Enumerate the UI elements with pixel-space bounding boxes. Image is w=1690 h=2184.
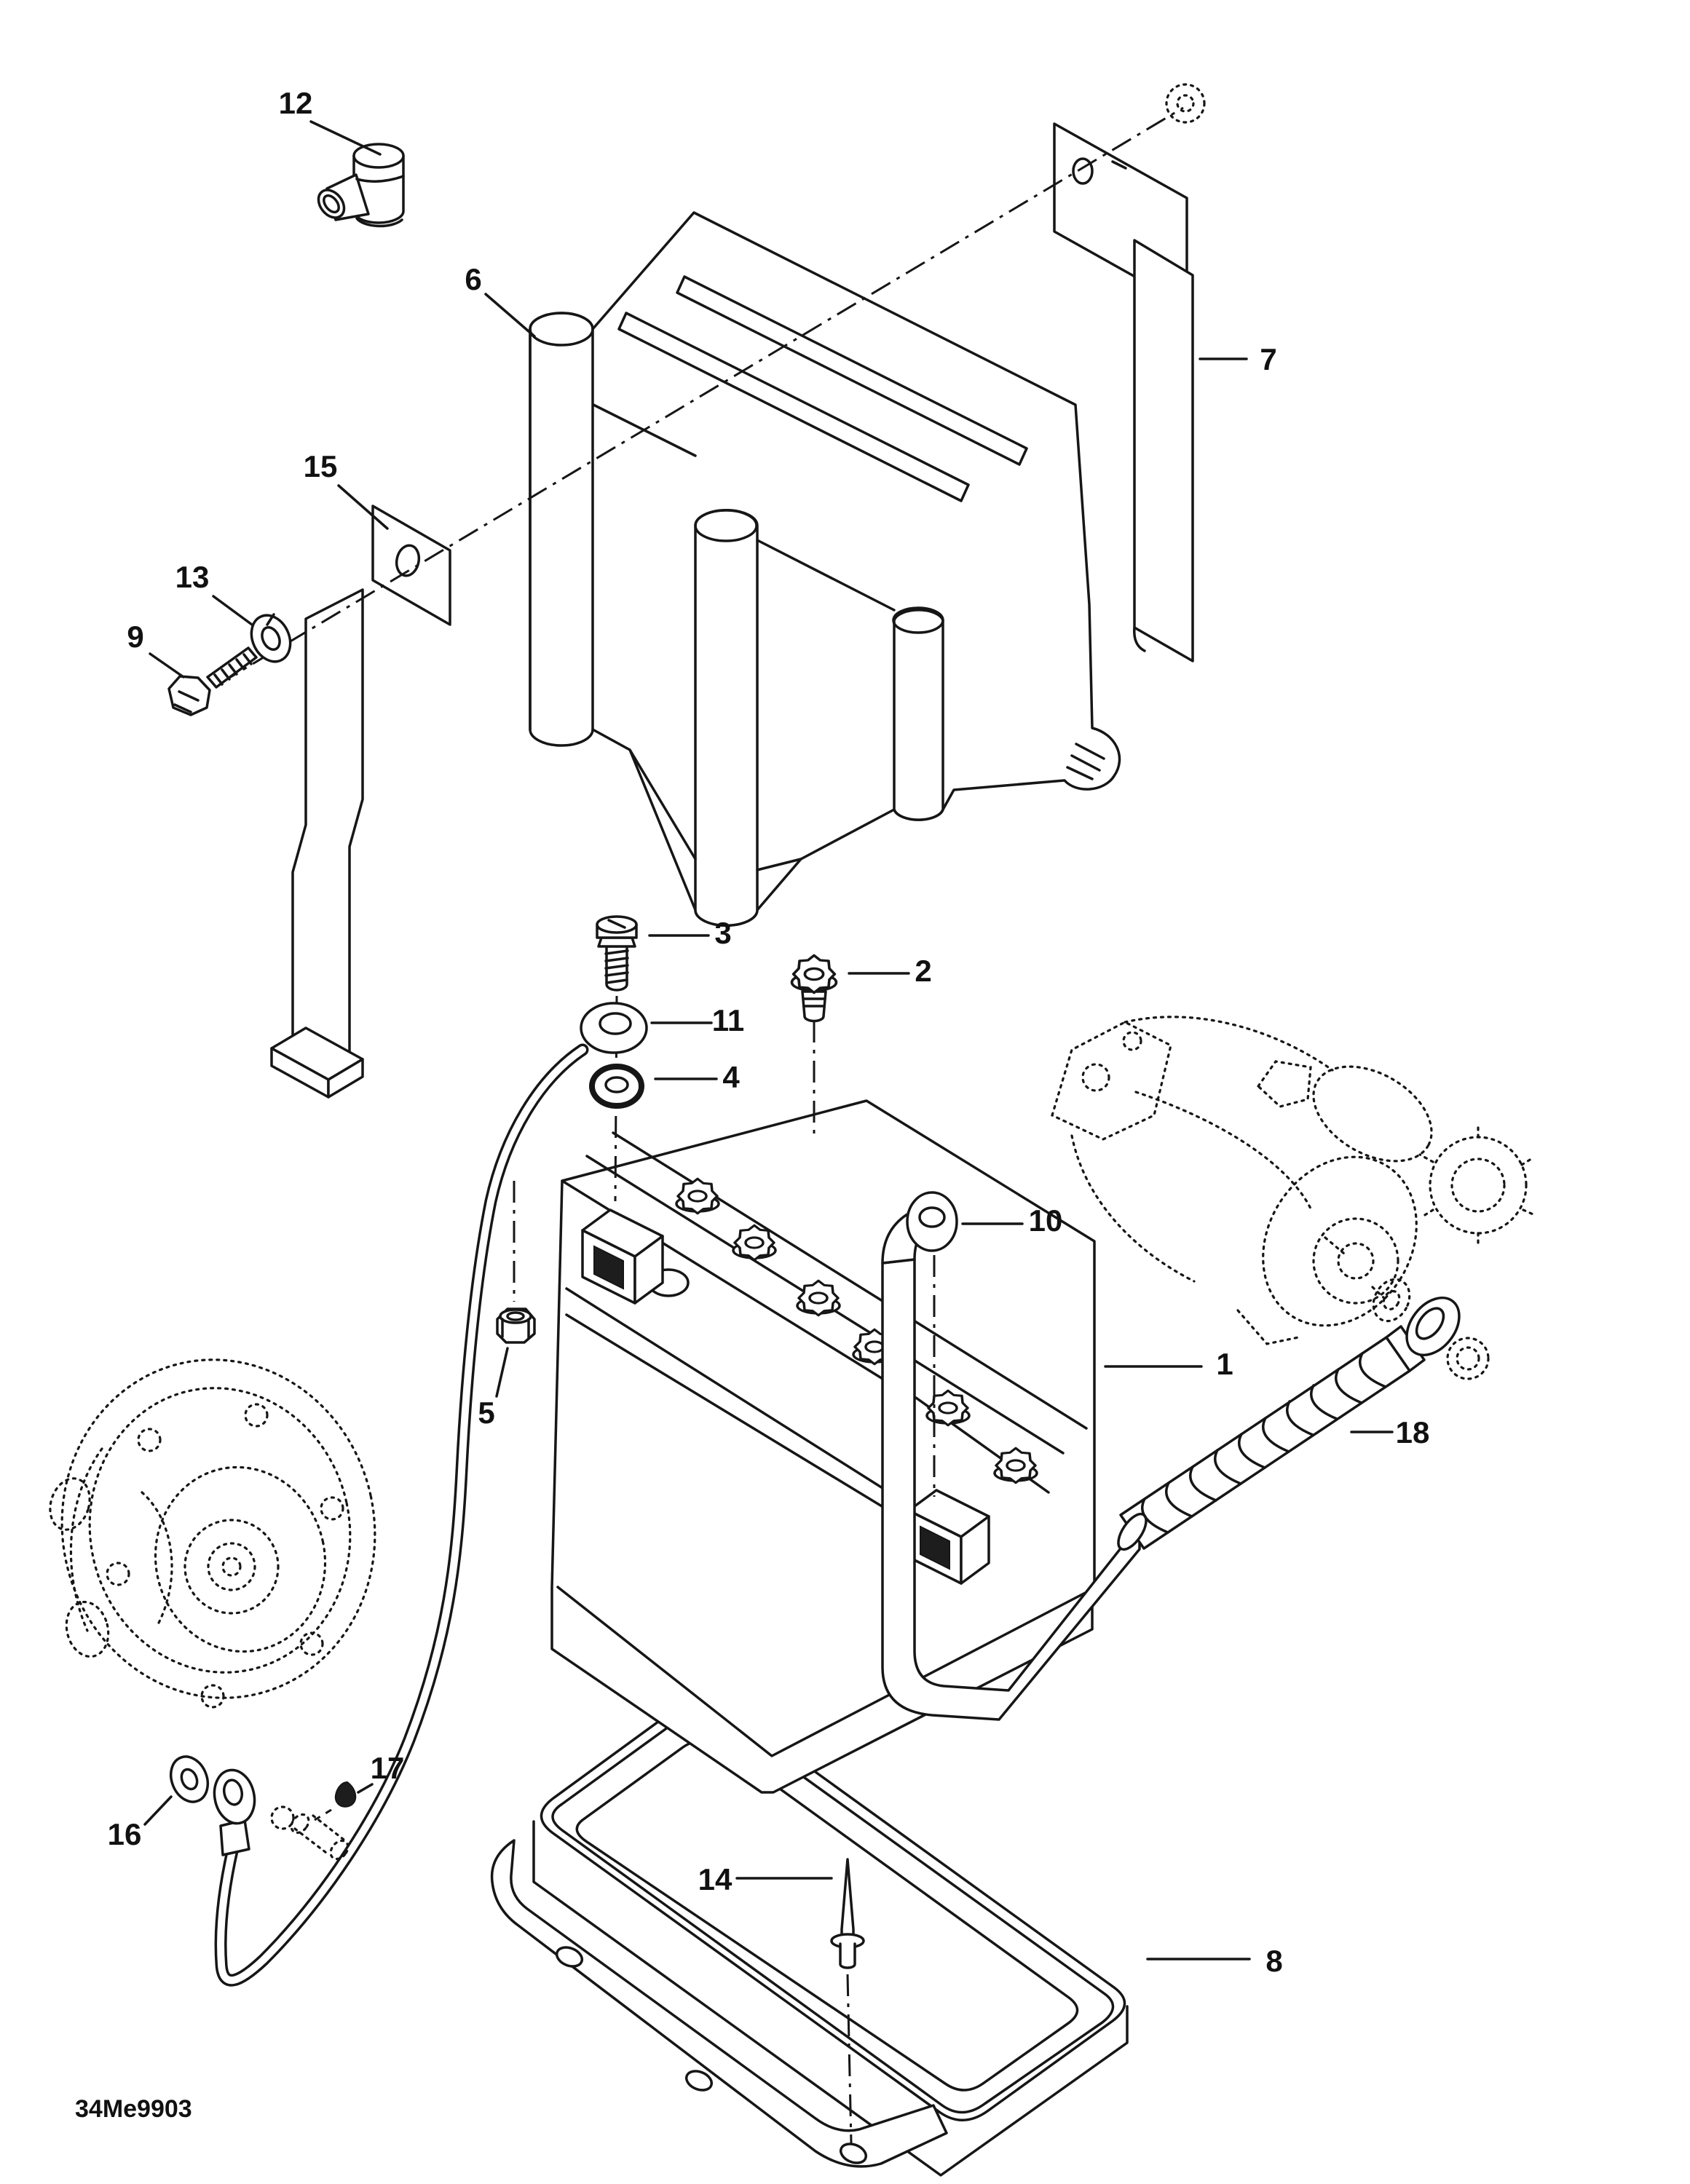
callout-number: 8 bbox=[1265, 1944, 1282, 1978]
washer-4-drawing bbox=[589, 1064, 644, 1109]
bolt-3-drawing bbox=[596, 915, 638, 992]
callout-10: 10 bbox=[961, 1203, 1063, 1238]
bracket-screw-ghost bbox=[1165, 83, 1206, 124]
leader-line bbox=[337, 484, 389, 530]
callout-2: 2 bbox=[848, 954, 932, 988]
hex-nut-5-drawing bbox=[496, 1307, 536, 1344]
callout-number: 9 bbox=[127, 620, 143, 654]
lock-washer-13-drawing bbox=[250, 613, 292, 663]
callout-17: 17 bbox=[357, 1751, 405, 1794]
callout-13: 13 bbox=[175, 560, 253, 626]
cable-crimp-sleeve bbox=[219, 1819, 250, 1856]
ring-terminal-11-drawing bbox=[580, 1002, 648, 1054]
callout-8: 8 bbox=[1146, 1944, 1283, 1978]
leader-line bbox=[495, 1347, 509, 1398]
callout-12: 12 bbox=[279, 86, 382, 156]
callout-number: 7 bbox=[1260, 342, 1276, 376]
spiral-cable-18-drawing bbox=[1117, 1296, 1461, 1551]
magneto-flywheel-ghost-drawing bbox=[49, 1358, 376, 1709]
mounting-bracket-left-drawing bbox=[270, 505, 451, 1099]
callout-number: 10 bbox=[1029, 1203, 1063, 1238]
battery-cover-drawing bbox=[529, 211, 1121, 927]
callout-3: 3 bbox=[648, 916, 732, 950]
callout-number: 15 bbox=[304, 449, 338, 483]
leader-line bbox=[149, 652, 185, 678]
hex-bolt-9-drawing bbox=[167, 646, 258, 716]
callout-14: 14 bbox=[698, 1862, 833, 1896]
callout-7: 7 bbox=[1199, 342, 1277, 376]
callout-number: 3 bbox=[714, 916, 731, 950]
leader-line bbox=[212, 595, 253, 626]
battery-drawing bbox=[550, 1099, 1096, 1794]
diagram-code: 34Me9903 bbox=[75, 2095, 192, 2123]
callout-number: 4 bbox=[722, 1060, 740, 1094]
callout-number: 11 bbox=[712, 1003, 744, 1037]
callout-16: 16 bbox=[108, 1795, 173, 1851]
callout-number: 14 bbox=[698, 1862, 733, 1896]
leader-line bbox=[143, 1795, 173, 1826]
drain-pin-14-drawing bbox=[830, 1858, 865, 1969]
battery-tray-drawing bbox=[490, 1698, 1129, 2177]
callout-number: 5 bbox=[478, 1396, 494, 1430]
washer-16-drawing bbox=[169, 1755, 210, 1803]
starter-motor-ghost-drawing bbox=[1051, 1016, 1538, 1380]
callout-number: 2 bbox=[915, 954, 931, 988]
callout-number: 17 bbox=[371, 1751, 405, 1785]
callout-4: 4 bbox=[654, 1060, 740, 1094]
callout-5: 5 bbox=[478, 1347, 509, 1430]
leader-line bbox=[484, 293, 536, 338]
callout-number: 16 bbox=[108, 1817, 142, 1851]
callout-18: 18 bbox=[1350, 1415, 1430, 1449]
battery-strap-cable-drawing bbox=[881, 1191, 1461, 1721]
rubber-boot-drawing bbox=[317, 143, 405, 228]
callout-11: 11 bbox=[650, 1003, 744, 1037]
vent-cap-2-drawing bbox=[790, 954, 838, 1023]
part-17-drawing bbox=[270, 1781, 357, 1861]
callout-9: 9 bbox=[127, 620, 185, 678]
callout-15: 15 bbox=[304, 449, 389, 530]
callout-1: 1 bbox=[1104, 1347, 1233, 1381]
assembly-axis-line bbox=[218, 106, 1184, 686]
mounting-bracket-right-drawing bbox=[1053, 122, 1194, 662]
leader-line bbox=[357, 1783, 374, 1794]
callout-number: 6 bbox=[465, 262, 481, 296]
callout-number: 18 bbox=[1396, 1415, 1430, 1449]
callout-number: 13 bbox=[175, 560, 210, 594]
part-axes bbox=[513, 995, 936, 1497]
callout-number: 1 bbox=[1216, 1347, 1233, 1381]
callout-6: 6 bbox=[465, 262, 536, 338]
ground-cable-drawing bbox=[213, 1043, 589, 1987]
pin-14-axis bbox=[846, 1974, 853, 2144]
callout-number: 12 bbox=[279, 86, 313, 120]
leader-line bbox=[309, 120, 382, 156]
